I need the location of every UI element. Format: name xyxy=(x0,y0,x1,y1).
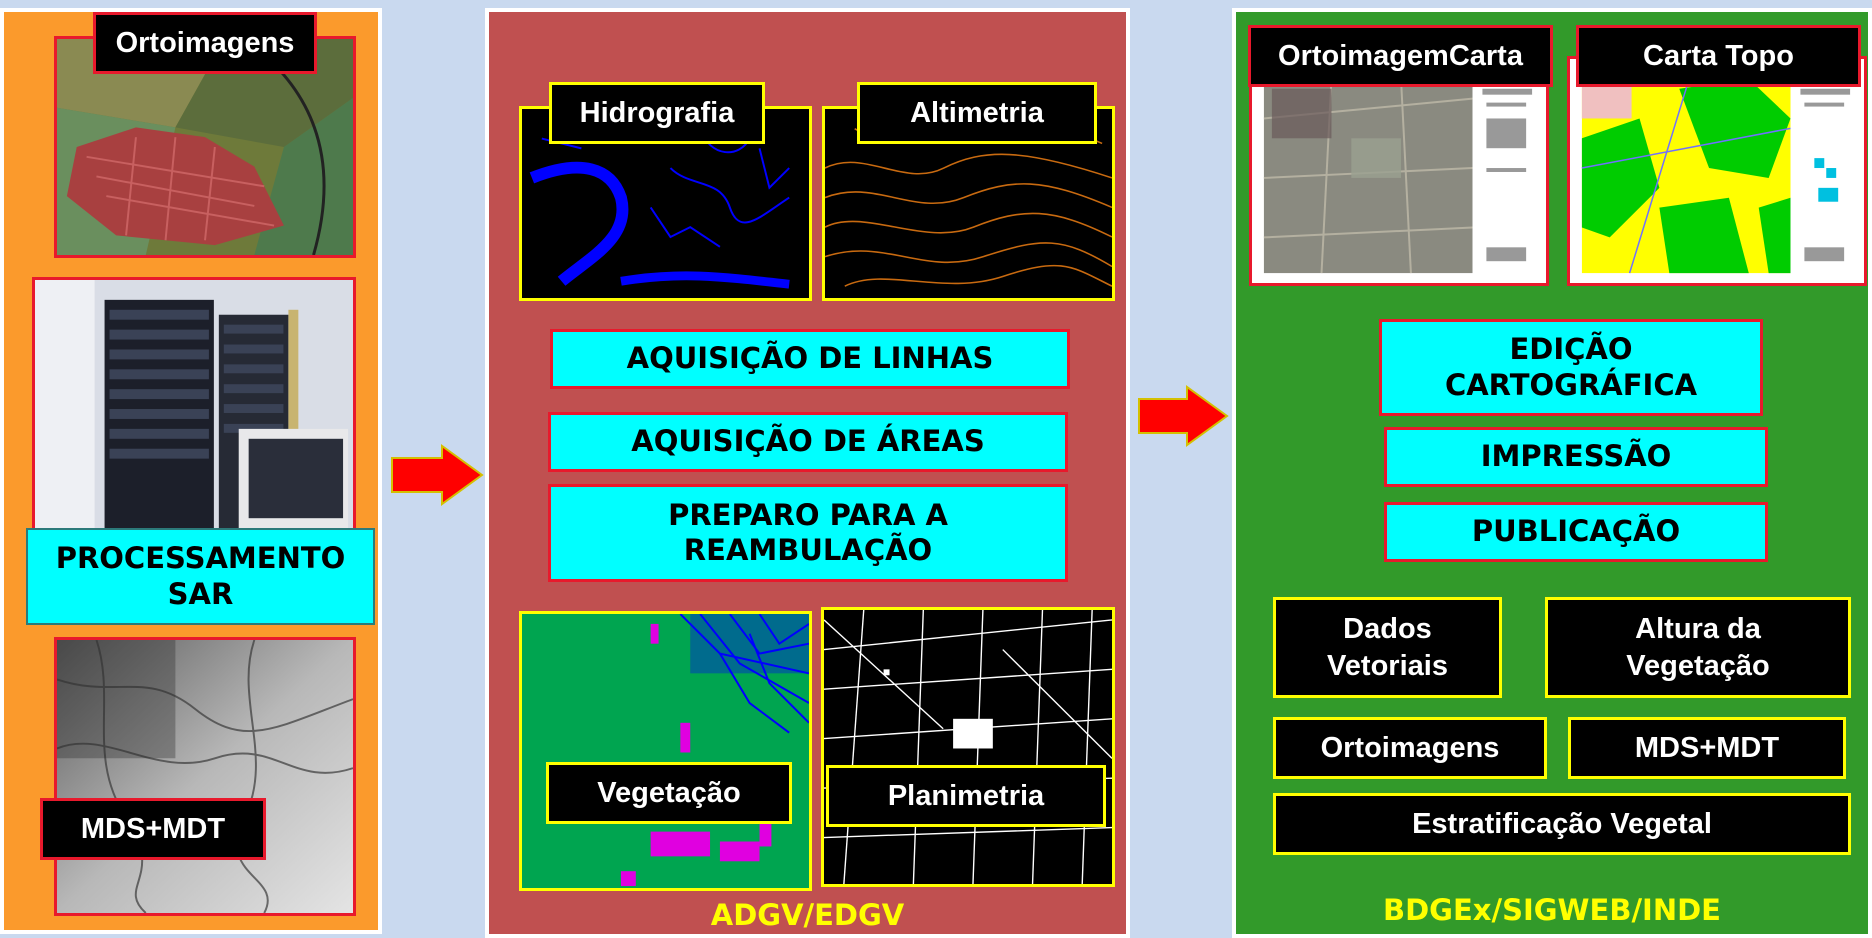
planimetria-image xyxy=(821,607,1115,887)
preparo-line1: PREPARO PARA A xyxy=(668,497,948,532)
edicao-line2: CARTOGRÁFICA xyxy=(1444,367,1698,402)
altura-line1: Altura da xyxy=(1635,613,1761,646)
aquisicao-areas-box: AQUISIÇÃO DE ÁREAS xyxy=(548,412,1068,472)
aquisicao-linhas-box: AQUISIÇÃO DE LINHAS xyxy=(550,329,1070,389)
processamento-line1: PROCESSAMENTO xyxy=(55,541,346,576)
altura-line2: Vegetação xyxy=(1626,649,1770,682)
preparo-line2: REAMBULAÇÃO xyxy=(683,533,933,567)
planimetria-label: Planimetria xyxy=(826,765,1106,827)
impressao-box: IMPRESSÃO xyxy=(1384,427,1768,487)
hidrografia-label: Hidrografia xyxy=(549,82,765,144)
mds-mdt-box: MDS+MDT xyxy=(1568,717,1846,779)
estratificacao-vegetal-box: Estratificação Vegetal xyxy=(1273,793,1851,855)
preparo-reambulacao-box: PREPARO PARA A REAMBULAÇÃO xyxy=(548,484,1068,582)
ortoimagemcarta-image xyxy=(1249,56,1549,286)
right-arrow-icon xyxy=(1137,385,1229,447)
ortoimagemcarta-label: OrtoimagemCarta xyxy=(1248,25,1553,87)
edicao-cartografica-box: EDIÇÃO CARTOGRÁFICA xyxy=(1379,319,1763,416)
publicacao-box: PUBLICAÇÃO xyxy=(1384,502,1768,562)
processamento-sar-label: PROCESSAMENTO SAR xyxy=(26,528,375,625)
altimetria-label: Altimetria xyxy=(857,82,1097,144)
right-arrow-icon xyxy=(390,444,484,506)
processamento-line2: SAR xyxy=(167,576,234,611)
edicao-line1: EDIÇÃO xyxy=(1509,332,1633,367)
dados-line1: Dados xyxy=(1343,613,1432,646)
bdgex-sigweb-inde-footer: BDGEx/SIGWEB/INDE xyxy=(1382,893,1721,927)
vegetacao-label: Vegetação xyxy=(546,762,792,824)
server-room-image xyxy=(32,277,356,547)
vegetacao-image xyxy=(519,611,812,891)
carta-topo-image xyxy=(1567,56,1867,286)
dados-line2: Vetoriais xyxy=(1327,649,1448,682)
carta-topo-label: Carta Topo xyxy=(1576,25,1861,87)
mds-mdt-image xyxy=(54,637,356,916)
dados-vetoriais-box: Dados Vetoriais xyxy=(1273,597,1502,698)
adgv-edgv-footer: ADGV/EDGV xyxy=(710,898,905,932)
altura-vegetacao-box: Altura da Vegetação xyxy=(1545,597,1851,698)
ortoimagens-box: Ortoimagens xyxy=(1273,717,1547,779)
mds-mdt-label: MDS+MDT xyxy=(40,798,266,860)
ortoimagens-label: Ortoimagens xyxy=(93,12,317,74)
